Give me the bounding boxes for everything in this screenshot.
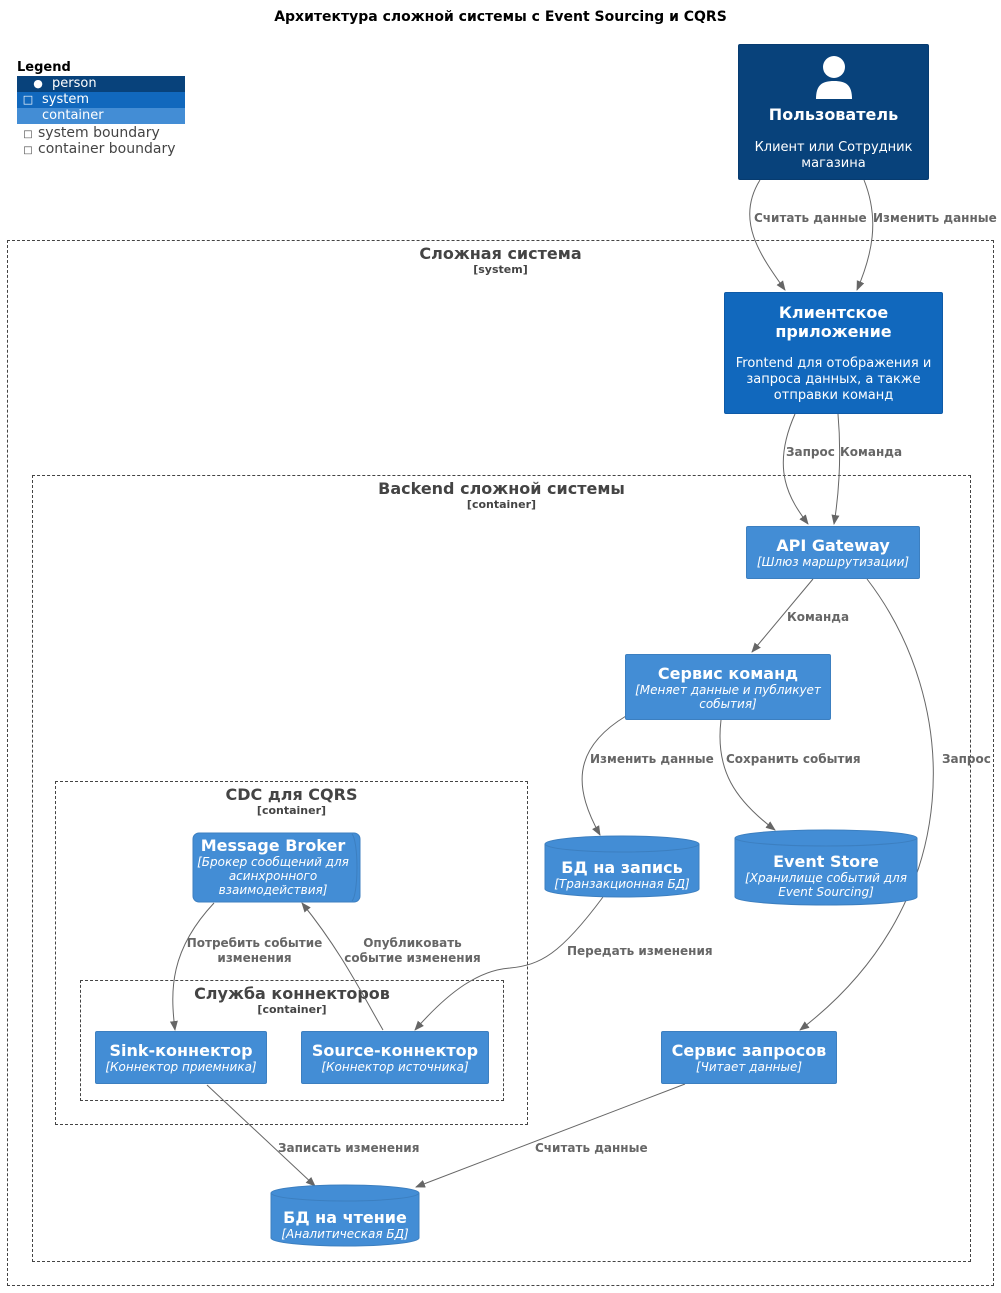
edge-source-publish: [301, 902, 384, 1031]
edge-label: Изменить данные: [590, 752, 714, 766]
edge-db-transfer: [414, 896, 604, 1031]
query-service-node: Сервис запросов [Читает данные]: [661, 1031, 837, 1084]
edge-broker-consume: [169, 902, 215, 1031]
boundary-title: CDC для CQRS: [225, 785, 358, 804]
node-title: API Gateway: [776, 536, 890, 555]
source-connector-node: Source-коннектор [Коннектор источника]: [301, 1031, 489, 1084]
command-service-node: Сервис команд [Меняет данные и публикует…: [625, 654, 831, 720]
boundary-type: [container]: [466, 498, 537, 511]
legend-item-system: □system: [17, 92, 185, 108]
edge-label: Считать данные: [535, 1141, 648, 1155]
node-technology: [Хранилище событий для Event Sourcing]: [745, 871, 907, 899]
node-technology: [Брокер сообщений для асинхронного взаим…: [197, 855, 349, 897]
boundary-title: Сложная система: [419, 244, 582, 263]
boundary-type: [container]: [256, 804, 327, 817]
node-technology: [Читает данные]: [695, 1060, 803, 1074]
edge-cmd-save: [719, 719, 776, 831]
node-description: Frontend для отображения и запроса данны…: [735, 356, 932, 403]
node-title: Source-коннектор: [311, 1041, 479, 1060]
write-db-node: БД на запись [Транзакционная БД]: [545, 858, 699, 898]
sink-connector-node: Sink-коннектор [Коннектор приемника]: [95, 1031, 267, 1084]
node-title: БД на запись: [561, 858, 683, 877]
read-db-node: БД на чтение [Аналитическая БД]: [271, 1208, 419, 1244]
edge-app-query: [782, 413, 809, 525]
legend-item-container-boundary: □container boundary: [17, 141, 175, 159]
edge-label: Потребить событие изменения: [186, 936, 323, 965]
legend-item-container: container: [17, 108, 185, 124]
edge-label: Считать данные: [754, 211, 867, 225]
node-technology: [Коннектор источника]: [321, 1060, 469, 1074]
system-icon: □: [22, 93, 34, 106]
edge-query-read: [415, 1083, 686, 1188]
event-store-node: Event Store [Хранилище событий для Event…: [735, 852, 917, 904]
node-title: Сервис команд: [657, 664, 799, 683]
message-broker-shape: [192, 832, 361, 903]
user-node: Пользователь Клиент или Сотрудник магази…: [738, 44, 929, 180]
edge-label: Запрос: [942, 752, 991, 766]
node-technology: [Шлюз маршрутизации]: [756, 555, 910, 569]
edge-label: Опубликовать событие изменения: [344, 936, 481, 965]
diagram-title: Архитектура сложной системы с Event Sour…: [274, 9, 727, 25]
edge-label: Записать изменения: [278, 1141, 420, 1155]
boundary-title: Служба коннекторов: [194, 984, 390, 1003]
connectors-boundary: Служба коннекторов [container]: [80, 980, 504, 1101]
edge-label: Команда: [787, 610, 850, 624]
event-store-shape: [734, 829, 918, 906]
edge-sink-write: [206, 1084, 316, 1187]
person-icon: ●: [33, 77, 43, 90]
legend-title: Legend: [17, 60, 71, 75]
api-gateway-node: API Gateway [Шлюз маршрутизации]: [746, 526, 920, 579]
client-app-node: Клиентское приложение Frontend для отобр…: [724, 292, 943, 414]
legend-item-system-boundary: □system boundary: [17, 125, 160, 143]
edge-label: Запрос: [786, 445, 835, 459]
node-technology: [Меняет данные и публикует события]: [635, 683, 821, 711]
edge-user-read: [749, 179, 786, 291]
node-title: Event Store: [773, 852, 879, 871]
edge-app-command: [831, 413, 841, 525]
node-technology: [Аналитическая БД]: [281, 1227, 409, 1241]
backend-boundary: Backend сложной системы [container]: [32, 475, 971, 1262]
read-db-shape: [270, 1184, 420, 1247]
edge-label: Сохранить события: [726, 752, 861, 766]
edge-user-change: [856, 179, 874, 291]
node-title: Sink-коннектор: [109, 1041, 253, 1060]
person-icon: [815, 56, 852, 99]
legend-item-person: ●person: [17, 76, 185, 92]
node-title: Message Broker: [200, 836, 346, 855]
node-title: БД на чтение: [283, 1208, 407, 1227]
edge-label: Передать изменения: [567, 944, 713, 958]
system-boundary-icon: □: [23, 129, 33, 140]
edge-gw-query: [799, 578, 934, 1031]
node-title: Сервис запросов: [671, 1041, 827, 1060]
boundary-type: [system]: [473, 263, 528, 276]
node-description: Клиент или Сотрудник магазина: [754, 140, 913, 171]
node-title: Клиентское приложение: [775, 303, 892, 341]
node-title: Пользователь: [768, 105, 899, 124]
container-boundary-icon: □: [23, 145, 33, 156]
edge-label: Изменить данные: [873, 211, 997, 225]
node-technology: [Коннектор приемника]: [105, 1060, 257, 1074]
edge-label: Команда: [840, 445, 903, 459]
boundary-title: Backend сложной системы: [378, 479, 625, 498]
edge-cmd-change: [581, 715, 627, 836]
node-technology: [Транзакционная БД]: [554, 877, 690, 891]
boundary-type: [container]: [257, 1003, 327, 1016]
write-db-shape: [544, 835, 700, 898]
cdc-boundary: CDC для CQRS [container]: [55, 781, 528, 1125]
system-boundary: Сложная система [system]: [7, 240, 994, 1286]
message-broker-node: Message Broker [Брокер сообщений для аси…: [193, 836, 353, 902]
edge-gw-command: [751, 578, 814, 653]
